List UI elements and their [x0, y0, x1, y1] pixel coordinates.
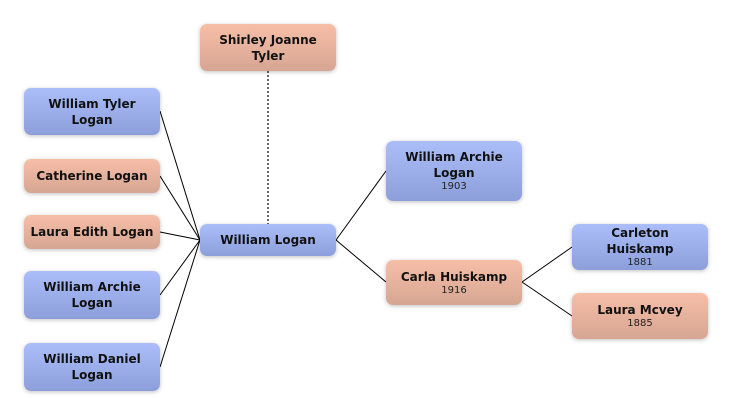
person-name: William Tyler Logan [48, 96, 136, 127]
person-name: Shirley Joanne Tyler [219, 32, 317, 63]
person-node-child[interactable]: Catherine Logan [24, 159, 160, 193]
grandmother-connector [521, 281, 573, 317]
person-node-root[interactable]: William Logan [200, 224, 336, 256]
child-connector [159, 231, 201, 241]
person-name: Catherine Logan [36, 169, 148, 183]
person-node-maternal-grandfather[interactable]: Carleton Huiskamp 1881 [572, 224, 708, 270]
person-name: Laura Edith Logan [30, 225, 154, 239]
person-year: 1903 [441, 181, 467, 192]
mother-connector [335, 239, 387, 283]
father-connector [335, 170, 387, 241]
child-connector [159, 110, 201, 241]
person-node-maternal-grandmother[interactable]: Laura Mcvey 1885 [572, 293, 708, 339]
child-connector [159, 239, 201, 296]
person-year: 1916 [441, 284, 467, 296]
person-name: Laura Mcvey [597, 303, 683, 317]
person-node-mother[interactable]: Carla Huiskamp 1916 [386, 260, 522, 305]
person-node-child[interactable]: Laura Edith Logan [24, 215, 160, 249]
person-node-father[interactable]: William Archie Logan 1903 [386, 141, 522, 201]
person-node-spouse[interactable]: Shirley Joanne Tyler [200, 24, 336, 71]
grandfather-connector [521, 246, 573, 283]
person-node-child[interactable]: William Archie Logan [24, 271, 160, 319]
person-name: William Archie Logan [43, 280, 141, 310]
person-name: William Daniel Logan [43, 352, 141, 382]
person-year: 1885 [627, 318, 653, 329]
person-name: William Logan [220, 233, 316, 247]
child-connector [159, 239, 201, 368]
person-name: Carleton Huiskamp [606, 226, 674, 256]
person-year: 1881 [627, 257, 653, 268]
person-node-child[interactable]: William Tyler Logan [24, 88, 160, 135]
person-name: William Archie Logan [405, 150, 503, 180]
person-node-child[interactable]: William Daniel Logan [24, 343, 160, 391]
person-name: Carla Huiskamp [400, 269, 508, 284]
child-connector [159, 175, 201, 241]
